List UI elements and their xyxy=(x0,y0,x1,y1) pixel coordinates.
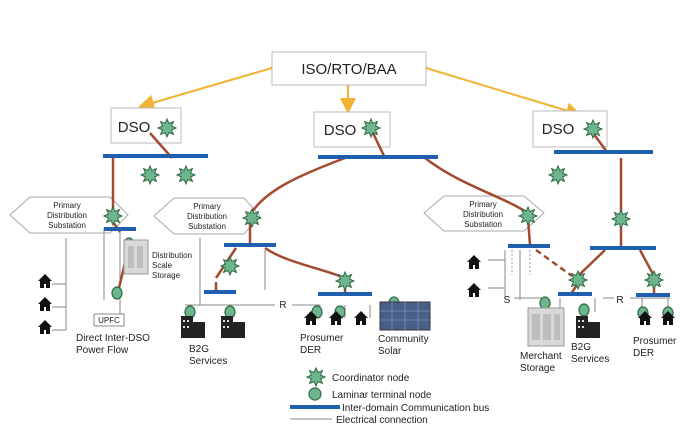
r-switch-center: R xyxy=(279,300,286,311)
svg-text:DER: DER xyxy=(300,345,321,356)
coordinator-node xyxy=(241,207,263,229)
house-icon xyxy=(467,283,481,297)
svg-text:DER: DER xyxy=(633,348,654,359)
s-switch-right: S xyxy=(504,295,511,306)
coordinator-node xyxy=(582,118,604,140)
house-icon xyxy=(467,255,481,269)
r-switch-right: R xyxy=(616,295,623,306)
storage-caption: Distribution Scale Storage xyxy=(152,251,192,280)
coordinator-node xyxy=(643,269,665,291)
substation-right-label: Primary Distribution Substation xyxy=(463,200,503,229)
svg-text:Scale: Scale xyxy=(152,261,173,270)
svg-text:Primary: Primary xyxy=(53,201,81,210)
svg-text:Distribution: Distribution xyxy=(152,251,192,260)
coordinator-node xyxy=(334,270,356,292)
upfc-box xyxy=(93,313,125,327)
building-windows xyxy=(183,320,584,328)
svg-text:Substation: Substation xyxy=(48,221,86,230)
svg-text:Storage: Storage xyxy=(152,271,181,280)
dotted-connections xyxy=(511,250,531,275)
svg-text:Primary: Primary xyxy=(469,200,497,209)
iso-label: ISO/RTO/BAA xyxy=(301,61,396,78)
dso-left-label: DSO xyxy=(118,119,151,136)
house-icon xyxy=(304,311,318,325)
svg-text:Services: Services xyxy=(189,356,227,367)
coordinator-node xyxy=(139,164,161,186)
svg-text:Direct Inter-DSO: Direct Inter-DSO xyxy=(76,333,150,344)
legend: Coordinator node Laminar terminal node I… xyxy=(290,366,489,426)
house-icon xyxy=(354,311,368,325)
coordinator-node xyxy=(156,117,178,139)
svg-text:Prosumer: Prosumer xyxy=(300,333,344,344)
coordinator-node xyxy=(219,255,241,277)
coordinator-node xyxy=(360,117,382,139)
solar-panel-icon xyxy=(379,301,431,331)
laminar-node xyxy=(111,286,123,300)
coordinator-nodes xyxy=(102,117,665,292)
merchant-storage-icon xyxy=(527,307,565,347)
svg-text:Power Flow: Power Flow xyxy=(76,345,129,356)
legend-coordinator-icon xyxy=(305,366,327,388)
svg-text:Solar: Solar xyxy=(378,346,402,357)
svg-text:Primary: Primary xyxy=(193,202,221,211)
substation-center-label: Primary Distribution Substation xyxy=(187,202,227,231)
iso-arrows xyxy=(138,56,582,119)
svg-text:Services: Services xyxy=(571,354,609,365)
legend-laminar-icon xyxy=(308,387,322,401)
community-solar-caption: Community Solar xyxy=(378,334,429,357)
prosumer-right-caption: Prosumer DER xyxy=(633,336,677,359)
svg-text:Distribution: Distribution xyxy=(187,212,227,221)
coordinator-node xyxy=(610,208,632,230)
svg-text:Merchant: Merchant xyxy=(520,351,562,362)
iso-box xyxy=(271,51,427,86)
b2g-center-caption: B2G Services xyxy=(189,344,227,367)
svg-text:Prosumer: Prosumer xyxy=(633,336,677,347)
svg-text:B2G: B2G xyxy=(189,344,209,355)
legend-laminar-label: Laminar terminal node xyxy=(332,390,432,401)
legend-bus-label: Inter-domain Communication bus xyxy=(342,403,489,414)
svg-text:Community: Community xyxy=(378,334,429,345)
communication-buses xyxy=(103,150,670,297)
house-icon xyxy=(38,297,52,311)
inter-dso-caption: Direct Inter-DSO Power Flow xyxy=(76,333,150,356)
merchant-storage-caption: Merchant Storage xyxy=(520,351,562,374)
svg-text:Substation: Substation xyxy=(464,220,502,229)
legend-electrical-label: Electrical connection xyxy=(336,415,428,426)
house-icon xyxy=(38,320,52,334)
house-icon xyxy=(38,274,52,288)
house-icon xyxy=(329,311,343,325)
svg-text:Distribution: Distribution xyxy=(463,210,503,219)
coordinator-node xyxy=(567,269,589,291)
storage-icon xyxy=(123,239,149,275)
dashed-link xyxy=(535,248,573,278)
svg-text:Storage: Storage xyxy=(520,363,555,374)
coordinator-node xyxy=(547,164,569,186)
svg-text:Substation: Substation xyxy=(188,222,226,231)
coordinator-node xyxy=(175,164,197,186)
electrical-connections xyxy=(52,228,670,331)
laminar-node xyxy=(539,296,551,310)
coordinator-node xyxy=(102,205,124,227)
upfc-label: UPFC xyxy=(98,316,120,325)
substation-left-label: Primary Distribution Substation xyxy=(47,201,87,230)
house-icons xyxy=(38,255,675,334)
svg-text:Distribution: Distribution xyxy=(47,211,87,220)
dso-center-label: DSO xyxy=(324,122,357,139)
legend-coordinator-label: Coordinator node xyxy=(332,373,410,384)
house-icon xyxy=(638,311,652,325)
laminar-node xyxy=(578,303,590,317)
svg-text:B2G: B2G xyxy=(571,342,591,353)
coordinator-node xyxy=(517,205,539,227)
dso-right-label: DSO xyxy=(542,121,575,138)
prosumer-center-caption: Prosumer DER xyxy=(300,333,344,356)
house-icon xyxy=(661,311,675,325)
b2g-right-caption: B2G Services xyxy=(571,342,609,365)
